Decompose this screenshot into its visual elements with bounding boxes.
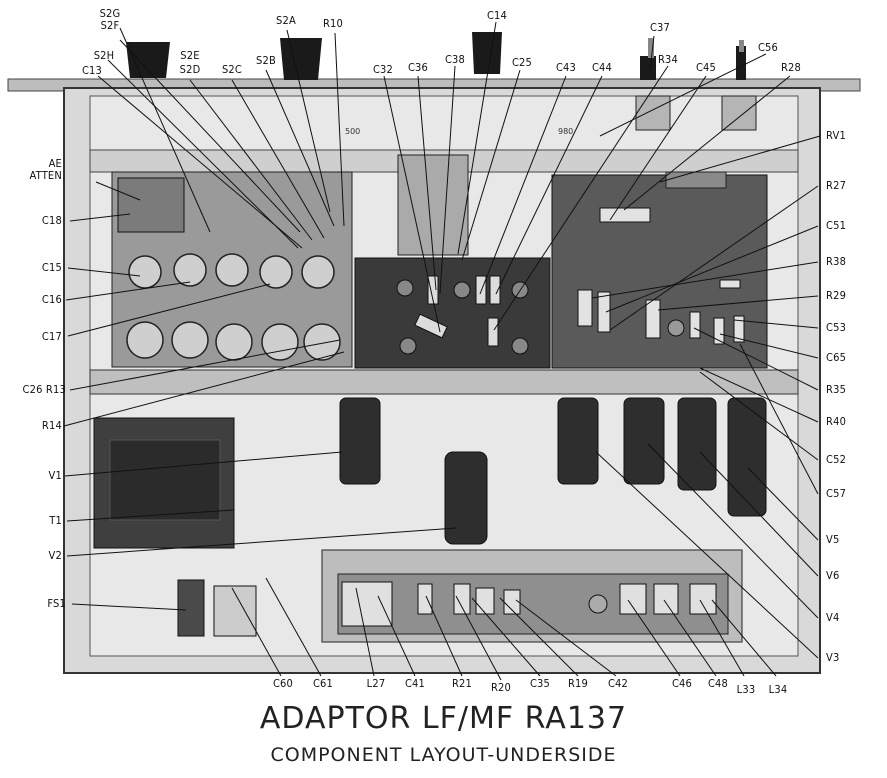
center-module-parts bbox=[396, 275, 529, 355]
c37-switch bbox=[635, 95, 671, 131]
diagram-subtitle: COMPONENT LAYOUT-UNDERSIDE bbox=[270, 744, 617, 766]
leader-lines bbox=[63, 21, 821, 681]
bottom-module-parts bbox=[341, 581, 717, 627]
fuse-holder bbox=[177, 579, 205, 637]
transformer-core bbox=[109, 439, 221, 521]
valves bbox=[339, 397, 767, 545]
rv1-pot bbox=[665, 171, 727, 189]
dial-scale-right: 980 bbox=[558, 127, 573, 136]
dial-scale-left: 500 bbox=[345, 127, 360, 136]
c56-switch bbox=[721, 95, 757, 131]
middle-crossbar bbox=[89, 369, 799, 395]
diagram-title: ADAPTOR LF/MF RA137 bbox=[259, 701, 628, 736]
switch-wafers bbox=[126, 253, 341, 361]
tuning-gang bbox=[397, 154, 469, 256]
ae-atten-box bbox=[117, 177, 185, 233]
right-board-parts bbox=[577, 207, 745, 345]
control-knobs bbox=[126, 32, 746, 80]
